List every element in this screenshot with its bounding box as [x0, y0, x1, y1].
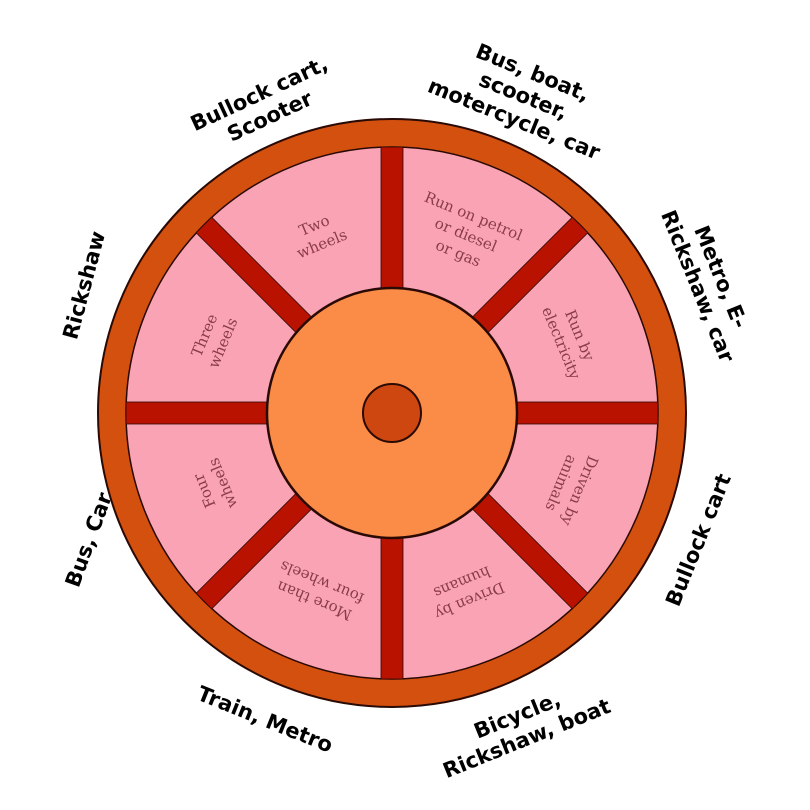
spoke	[380, 528, 404, 680]
sector-examples-label: Bus, Car	[61, 489, 118, 591]
sector-examples-label-line: Rickshaw	[58, 229, 110, 342]
spoke	[380, 146, 404, 298]
wheel-axle	[362, 383, 422, 443]
sector-examples-label-line: Bus, Car	[61, 489, 118, 591]
sector-category-label: Threewheels	[186, 308, 241, 371]
spokes	[125, 146, 659, 680]
sector-examples-label: Rickshaw	[58, 229, 110, 342]
spoke	[125, 401, 277, 425]
spoke	[507, 401, 659, 425]
